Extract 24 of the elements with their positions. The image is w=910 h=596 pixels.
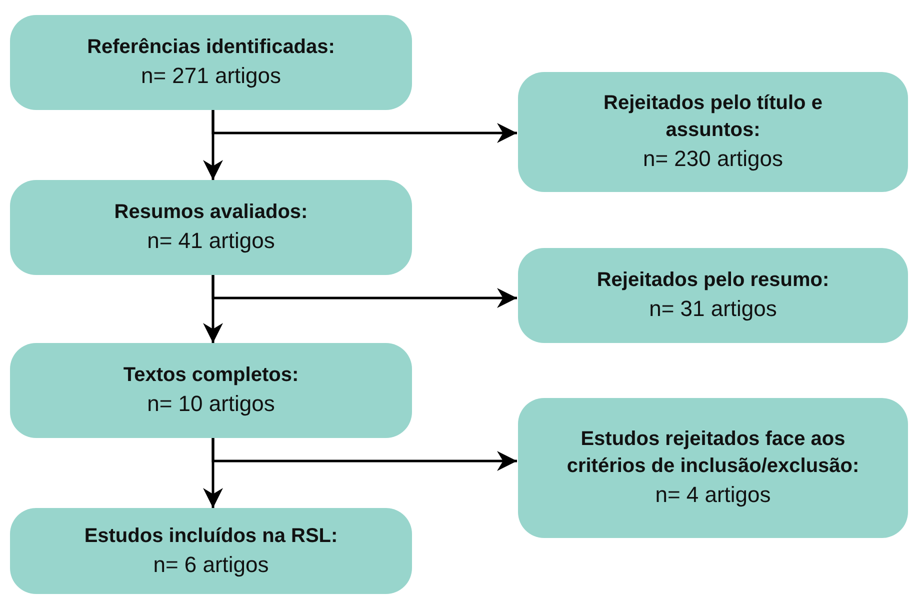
process-box xyxy=(518,398,908,538)
process-box xyxy=(10,15,412,110)
box-heading: Rejeitados pelo resumo: xyxy=(596,268,830,293)
arrow xyxy=(212,110,517,143)
article-count: n= 271 artigos xyxy=(140,62,282,90)
article-count: n= 41 artigos xyxy=(147,227,275,255)
process-box xyxy=(10,343,412,438)
arrow xyxy=(212,438,517,471)
box-heading: Referências identificadas: xyxy=(87,35,335,60)
box-heading: Textos completos: xyxy=(123,363,299,388)
article-count: n= 4 artigos xyxy=(655,481,771,509)
article-count: n= 10 artigos xyxy=(147,390,275,418)
box-heading: Estudos incluídos na RSL: xyxy=(84,524,338,548)
process-box xyxy=(518,248,908,343)
process-box xyxy=(10,180,412,275)
arrow xyxy=(212,275,517,308)
box-heading: Resumos avaliados: xyxy=(114,200,308,225)
process-box xyxy=(518,72,908,192)
article-count: n= 6 artigos xyxy=(153,550,269,579)
article-count: n= 230 artigos xyxy=(642,145,784,173)
box-heading: Estudos rejeitados face aos critérios de inclusão/exclusão: xyxy=(566,427,860,479)
process-box xyxy=(10,508,412,594)
box-heading: Rejeitados pelo título e assuntos: xyxy=(602,91,824,143)
article-count: n= 31 artigos xyxy=(649,295,777,323)
